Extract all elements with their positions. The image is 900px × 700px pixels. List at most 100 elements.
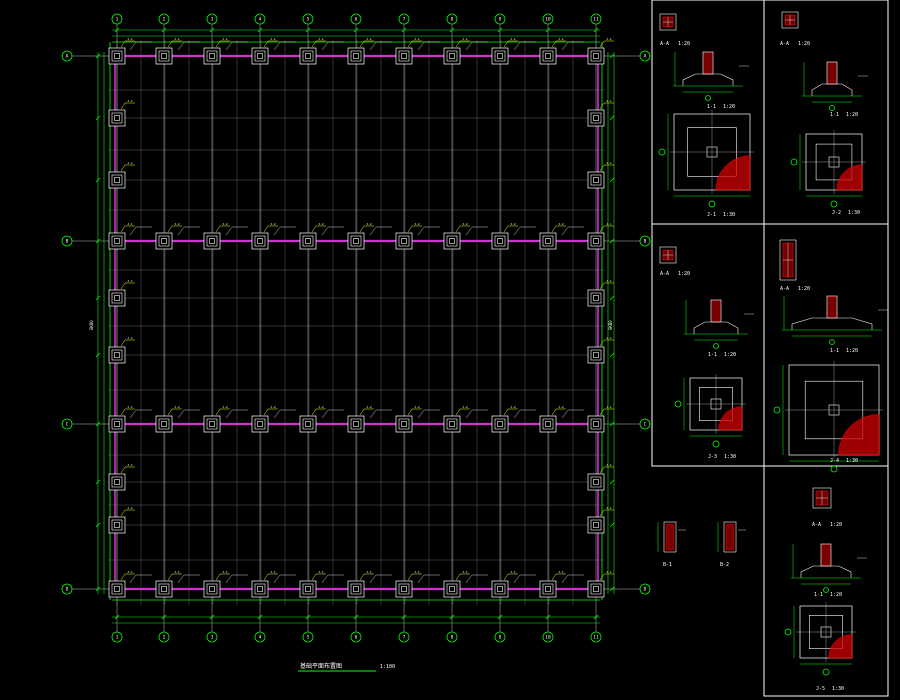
dim-tick xyxy=(95,522,101,528)
footing-outline xyxy=(203,580,221,598)
axis-bubble-circle xyxy=(494,13,506,25)
dim-tick xyxy=(609,53,615,59)
dim-tick xyxy=(114,614,120,620)
footing-outline xyxy=(587,580,605,598)
plan-scale: 1:100 xyxy=(380,664,395,670)
column-footing: J-1 xyxy=(203,37,230,65)
footing-leader xyxy=(120,282,135,290)
footing-column xyxy=(353,421,359,427)
footing-leader xyxy=(263,408,278,416)
column-footing: J-1 xyxy=(539,37,566,65)
footing-outline xyxy=(395,415,413,433)
axis-bubble-col: 7 xyxy=(398,631,410,643)
axis-bubble-label: 6 xyxy=(355,635,358,641)
footing-outline xyxy=(443,47,461,65)
detail-d1-plan xyxy=(658,110,754,208)
footing-pedestal xyxy=(206,235,218,247)
beam-note-leader xyxy=(177,409,200,419)
footing-outline xyxy=(299,580,317,598)
beam-note-leader xyxy=(561,574,584,584)
footing-column xyxy=(401,421,407,427)
footing-outline xyxy=(395,47,413,65)
column-footing: J-2 xyxy=(443,222,470,250)
beam-note-leader xyxy=(513,574,536,584)
footing-outline xyxy=(155,47,173,65)
footing-outline xyxy=(491,415,509,433)
detail-d5-elevation xyxy=(791,543,867,593)
footing-tag: J-1 xyxy=(606,37,612,41)
detail-d5-plan-tag: J-5 xyxy=(816,686,825,692)
axis-bubble-circle xyxy=(494,631,506,643)
detail-d4-elevation xyxy=(782,295,888,345)
column-footing: J-1 xyxy=(108,506,135,534)
footing-outline xyxy=(587,289,605,307)
detail-d2-plan-tag: J-2 xyxy=(832,210,841,216)
footing-tag: J-2 xyxy=(270,405,276,409)
footing-column xyxy=(209,421,215,427)
footing-pedestal xyxy=(590,235,602,247)
axis-bubble-circle xyxy=(254,13,266,25)
footing-tag: J-1 xyxy=(606,463,612,467)
dim-tick xyxy=(497,614,503,620)
axis-bubble-label: B xyxy=(644,239,647,245)
column-footing: J-1 xyxy=(395,570,422,598)
footing-outline xyxy=(108,232,126,250)
footing-leader xyxy=(311,225,326,233)
footing-pedestal xyxy=(254,235,266,247)
footing-leader xyxy=(311,408,326,416)
footing-pedestal xyxy=(158,235,170,247)
axis-bubble-label: 10 xyxy=(545,17,551,23)
detail-d4-plan-tag: J-4 xyxy=(830,458,839,464)
footing-leader xyxy=(551,408,566,416)
footing-leader xyxy=(455,573,470,581)
plan-rebar-hatch xyxy=(715,155,751,191)
footing-tag: J-1 xyxy=(222,37,228,41)
plan-annotations xyxy=(129,41,584,584)
detail-d3-section xyxy=(659,246,677,264)
footing-tag: J-1 xyxy=(222,570,228,574)
axis-bubble-label: 4 xyxy=(259,635,262,641)
axis-bubble-circle xyxy=(398,631,410,643)
detail-d2-plan xyxy=(790,130,866,208)
footing-leader xyxy=(167,40,182,48)
footing-tag: J-1 xyxy=(606,405,612,409)
footing-leader xyxy=(215,408,230,416)
axis-bubble-circle xyxy=(254,631,266,643)
footing-outline xyxy=(443,415,461,433)
footing-pedestal xyxy=(302,583,314,595)
axis-bubble-circle xyxy=(542,13,554,25)
dim-tick xyxy=(401,614,407,620)
footing-tag: J-1 xyxy=(366,37,372,41)
footing-leader xyxy=(359,40,374,48)
footing-outline xyxy=(251,580,269,598)
footing-tag: J-1 xyxy=(127,405,133,409)
footing-leader xyxy=(455,40,470,48)
small-section-2-tag: B-2 xyxy=(720,562,729,568)
axis-bubble-label: 6 xyxy=(355,17,358,23)
dim-tick xyxy=(497,27,503,33)
axis-bubble-circle xyxy=(302,631,314,643)
detail-d3-elevation-scale: 1:20 xyxy=(724,352,736,358)
detail-d4-elevation-tag: 1-1 xyxy=(830,348,839,354)
beam-note-leader xyxy=(369,226,392,236)
footing-leader xyxy=(599,40,614,48)
axis-bubble-label: 3 xyxy=(211,17,214,23)
dim-tick xyxy=(95,479,101,485)
axis-bubble-circle xyxy=(302,13,314,25)
axis-bubble-circle xyxy=(639,235,651,247)
footing-outline xyxy=(299,232,317,250)
footing-tag: J-1 xyxy=(462,37,468,41)
plan-rebar-hatch xyxy=(718,406,743,431)
footing-outline xyxy=(539,580,557,598)
footing-pedestal xyxy=(590,349,602,361)
footing-pedestal xyxy=(398,235,410,247)
plan-title: 基础平面布置图 xyxy=(300,662,342,670)
footing-pedestal xyxy=(206,583,218,595)
column-footing: J-2 xyxy=(491,222,518,250)
detail-d2-elevation xyxy=(802,61,868,111)
axis-bubble-circle xyxy=(111,631,123,643)
footing-leader xyxy=(167,225,182,233)
footing-column xyxy=(209,238,215,244)
